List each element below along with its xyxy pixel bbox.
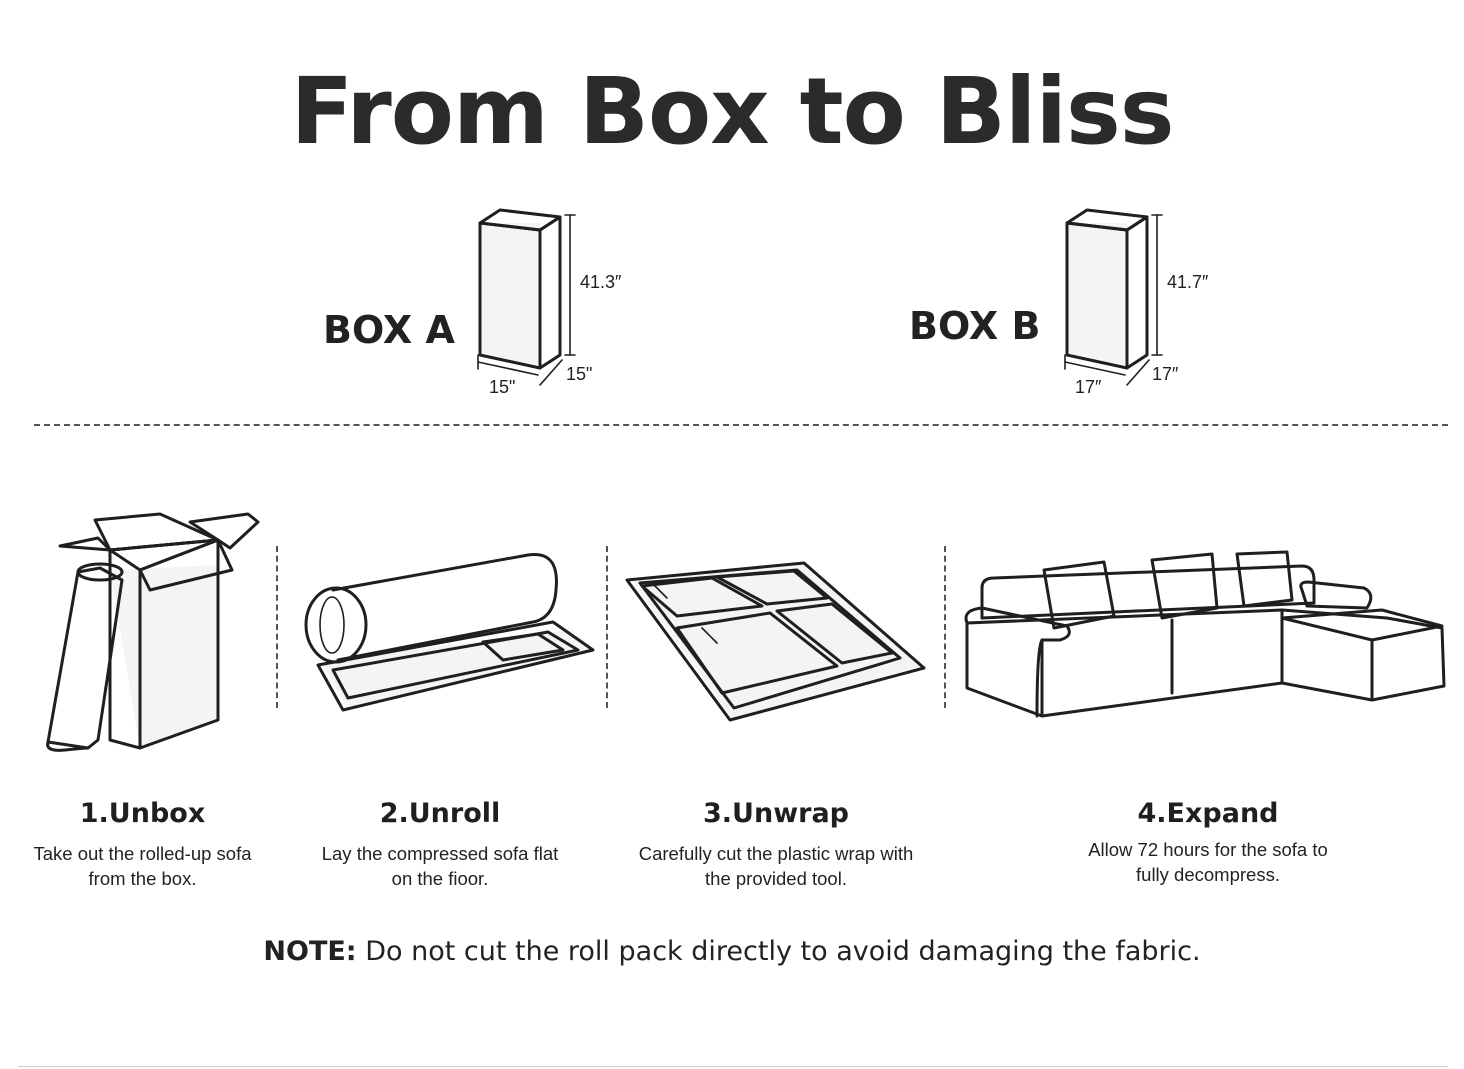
step-unwrap: 3.Unwrap Carefully cut the plastic wrap … [606, 798, 946, 891]
note-text: Do not cut the roll pack directly to avo… [356, 936, 1201, 967]
unbox-illustration [46, 512, 260, 752]
box-a-depth: 15" [566, 364, 593, 384]
step-heading: 4.Expand [1137, 798, 1279, 829]
note-label: NOTE: [263, 936, 357, 967]
box-a-label: BOX A [323, 308, 455, 352]
box-b-illustration [1064, 208, 1163, 386]
bottom-border [18, 1066, 1448, 1067]
box-b-depth: 17″ [1152, 364, 1179, 384]
step-divider-1 [276, 546, 278, 708]
unroll-illustration [304, 552, 595, 712]
page-title: From Box to Bliss [290, 58, 1174, 165]
step-heading: 2.Unroll [379, 798, 501, 829]
box-b-width: 17″ [1075, 377, 1102, 397]
box-b-label: BOX B [909, 304, 1041, 348]
step-divider-3 [944, 546, 946, 708]
box-b-height: 41.7″ [1167, 272, 1209, 292]
box-a-height: 41.3″ [580, 272, 622, 292]
expand-illustration [964, 550, 1446, 718]
step-heading: 1.Unbox [79, 798, 206, 829]
box-a-width: 15" [489, 377, 516, 397]
note: NOTE: Do not cut the roll pack directly … [0, 936, 1464, 967]
step-divider-2 [606, 546, 608, 708]
box-a-illustration [477, 208, 576, 386]
step-heading: 3.Unwrap [703, 798, 849, 829]
section-divider [34, 424, 1448, 426]
unwrap-illustration [625, 561, 926, 722]
